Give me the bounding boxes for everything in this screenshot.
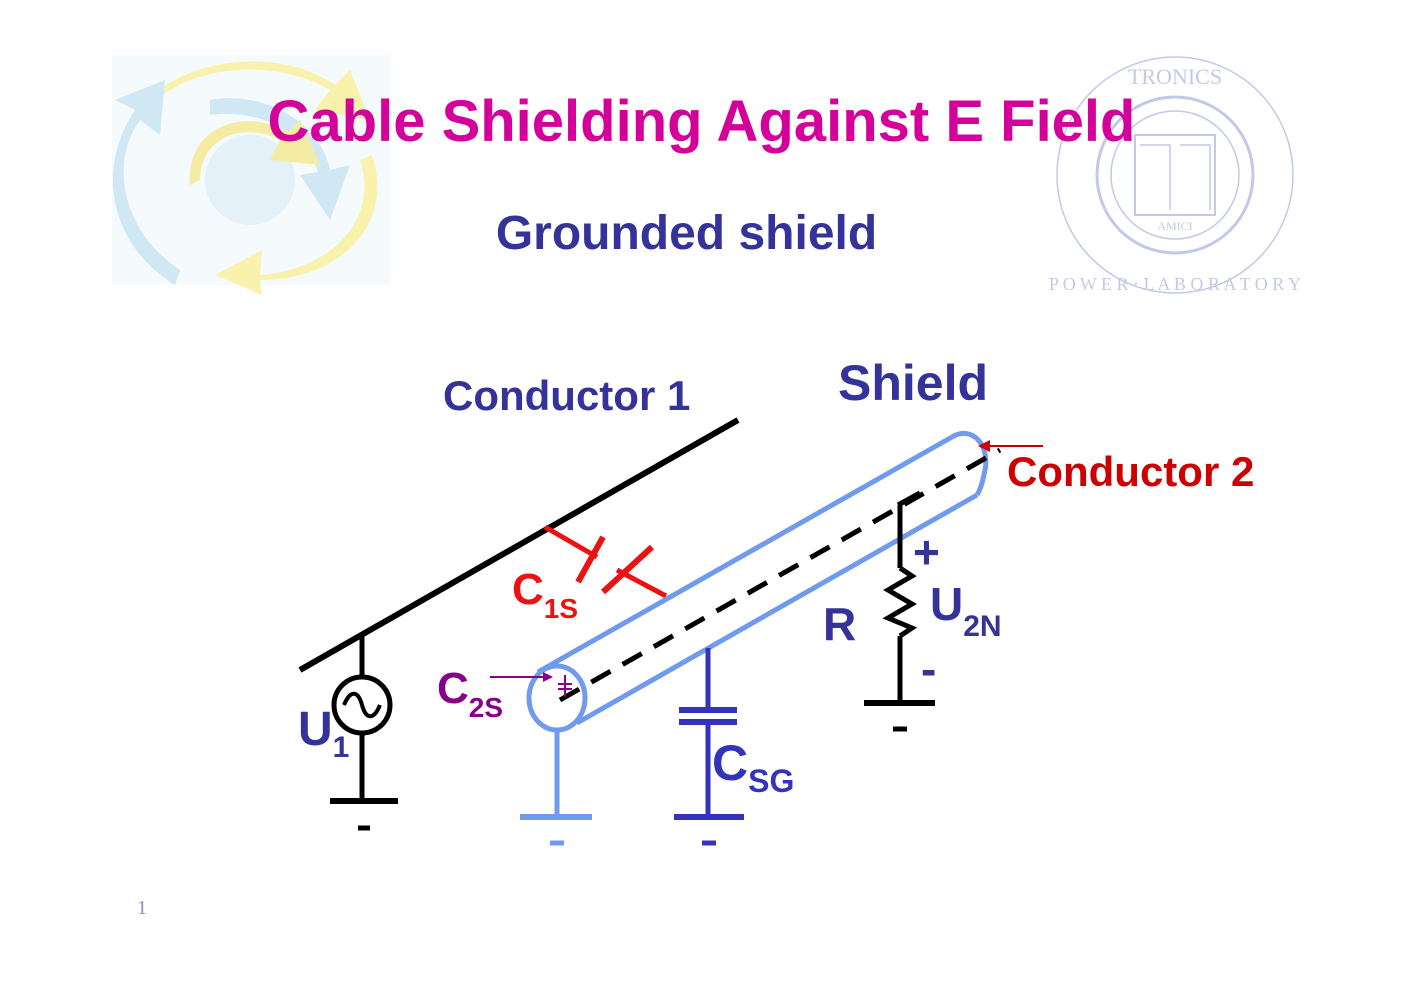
conductor1-label: Conductor 1 [443,372,690,419]
c2s-main: C [437,664,469,713]
minus-label: - [921,643,936,695]
csg-sub: SG [748,763,794,799]
university-seal-icon: TRONICS P O W E R · L A B O R A T O R Y … [1049,56,1301,294]
c1s-sub: 1S [544,593,578,624]
u2n-main: U [930,578,963,630]
csg-label: CSG [712,735,794,799]
shield-label: Shield [838,355,988,411]
c2s-arrowhead-icon [543,672,553,682]
c2s-sub: 2S [469,692,503,723]
ground-r-icon [864,700,935,732]
slide-subtitle: Grounded shield [495,207,878,260]
u1-label: U1 [298,703,349,764]
r-label: R [823,598,856,650]
c1s-lead-2 [615,567,668,599]
plus-label: + [913,526,940,578]
c2s-symbol-icon [558,675,572,697]
shield-cylinder [526,430,989,733]
svg-text:AMICI: AMICI [1157,219,1192,233]
conductor2-label: Conductor 2 [1007,448,1254,495]
conductor2-wire [558,447,1002,703]
u2n-sub: 2N [963,610,1001,643]
conductor1-wire [298,417,740,673]
ground-shield-icon [520,814,592,846]
c1s-main: C [512,565,544,614]
svg-text:TRONICS: TRONICS [1128,64,1222,89]
u2n-label: U2N [930,578,1002,643]
c1s-plate-1 [575,535,606,584]
circuit-diagram: Conductor 1 Shield Conductor 2 C1S C2S C… [298,355,1254,846]
resistor-icon [882,565,918,639]
c2s-label: C2S [437,664,503,723]
svg-text:P O W E R · L A B O R A T O R: P O W E R · L A B O R A T O R Y [1049,274,1301,294]
r-wire-top-h [896,490,922,508]
arrows-logo-icon [112,55,390,295]
slide-title: Cable Shielding Against E Field [267,89,1136,154]
ground-u1-icon [330,798,398,831]
sine-wave-icon [342,691,382,719]
ground-csg-icon [674,814,744,846]
csg-main: C [712,735,748,791]
c1s-plate-2 [600,544,655,595]
page-number: 1 [137,897,147,919]
conductor2-arrowhead-icon [978,440,990,452]
u1-main: U [298,703,333,756]
u1-sub: 1 [333,731,350,764]
c1s-lead-1 [543,524,599,560]
c1s-label: C1S [512,565,578,624]
